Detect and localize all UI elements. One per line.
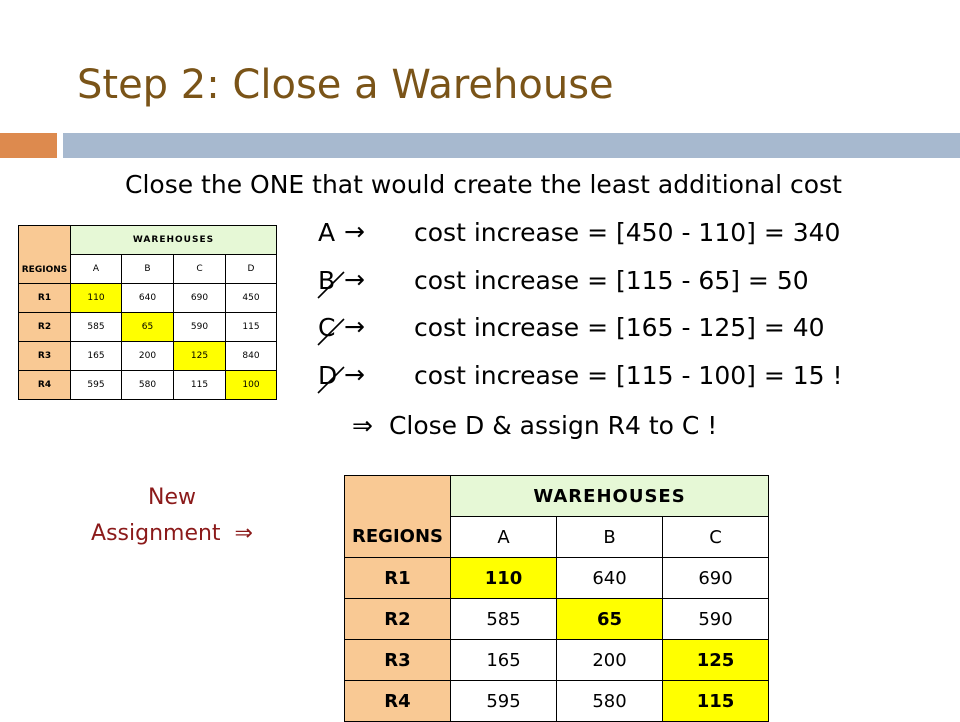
- region-label: R3: [18, 341, 71, 371]
- new-assignment-line1: New: [148, 485, 196, 510]
- column-header-c: C: [173, 254, 226, 284]
- warehouses-header: WAREHOUSES: [70, 225, 277, 255]
- conclusion: ⇒ Close D & assign R4 to C !: [352, 411, 717, 440]
- cost-cell: 200: [121, 341, 174, 371]
- cost-cell: 580: [556, 680, 663, 722]
- cost-cell: 200: [556, 639, 663, 681]
- slide-title: Step 2: Close a Warehouse: [77, 62, 614, 108]
- cost-cell: 580: [121, 370, 174, 400]
- cost-cell: 125: [662, 639, 769, 681]
- region-label: R1: [344, 557, 451, 599]
- column-header-d: D: [225, 254, 277, 284]
- title-accent-bar-blue: [63, 133, 960, 158]
- cost-cell: 110: [70, 283, 122, 313]
- table-row: R2 585 65 590: [344, 598, 769, 640]
- cost-cell: 65: [121, 312, 174, 342]
- option-letter: C: [318, 313, 336, 342]
- cost-table-original: REGIONS WAREHOUSES A B C D R1 110 640 69…: [18, 225, 277, 400]
- option-text: cost increase = [115 - 100] = 15 !: [414, 361, 843, 390]
- column-header-a: A: [450, 516, 557, 558]
- option-text: cost increase = [450 - 110] = 340: [414, 218, 841, 247]
- column-header-c: C: [662, 516, 769, 558]
- warehouses-header: WAREHOUSES: [450, 475, 769, 517]
- column-header-a: A: [70, 254, 122, 284]
- table-row: R1 110 640 690 450: [18, 283, 277, 313]
- region-label: R3: [344, 639, 451, 681]
- cost-cell: 585: [450, 598, 557, 640]
- conclusion-text: Close D & assign R4 to C !: [388, 411, 718, 440]
- strike-mark-icon: [317, 318, 345, 346]
- cost-cell: 690: [662, 557, 769, 599]
- region-label: R1: [18, 283, 71, 313]
- cost-cell: 450: [225, 283, 277, 313]
- cost-cell: 595: [450, 680, 557, 722]
- table-row: R1 110 640 690: [344, 557, 769, 599]
- cost-cell: 590: [173, 312, 226, 342]
- option-letter: A: [318, 218, 336, 247]
- column-header-b: B: [121, 254, 174, 284]
- right-arrow-icon: →: [344, 360, 365, 389]
- table-row: R4 595 580 115: [344, 680, 769, 722]
- new-assignment-line2: Assignment: [91, 521, 221, 546]
- cost-cell: 125: [173, 341, 226, 371]
- right-arrow-icon: →: [344, 312, 365, 341]
- implies-arrow-icon: ⇒: [352, 411, 373, 440]
- table-row: R3 165 200 125 840: [18, 341, 277, 371]
- region-label: R2: [18, 312, 71, 342]
- table-row: R2 585 65 590 115: [18, 312, 277, 342]
- cost-cell: 595: [70, 370, 122, 400]
- region-label: R4: [18, 370, 71, 400]
- cost-cell: 590: [662, 598, 769, 640]
- strike-mark-icon: [317, 271, 345, 299]
- option-text: cost increase = [115 - 65] = 50: [414, 266, 809, 295]
- column-header-b: B: [556, 516, 663, 558]
- cost-cell: 690: [173, 283, 226, 313]
- cost-cell: 640: [556, 557, 663, 599]
- cost-cell: 100: [225, 370, 277, 400]
- right-arrow-icon: →: [344, 217, 365, 246]
- cost-cell: 115: [662, 680, 769, 722]
- new-assignment-label: New Assignment ⇒: [76, 480, 268, 552]
- option-letter: D: [318, 361, 338, 390]
- table-row: R3 165 200 125: [344, 639, 769, 681]
- region-label: R4: [344, 680, 451, 722]
- title-accent-bar-orange: [0, 133, 57, 158]
- cost-cell: 640: [121, 283, 174, 313]
- subtitle: Close the ONE that would create the leas…: [125, 170, 842, 199]
- table-row: R4 595 580 115 100: [18, 370, 277, 400]
- cost-cell: 165: [70, 341, 122, 371]
- cost-cell: 65: [556, 598, 663, 640]
- cost-cell: 110: [450, 557, 557, 599]
- cost-cell: 840: [225, 341, 277, 371]
- cost-cell: 585: [70, 312, 122, 342]
- region-label: R2: [344, 598, 451, 640]
- regions-header: REGIONS: [344, 475, 451, 558]
- cost-cell: 115: [173, 370, 226, 400]
- option-text: cost increase = [165 - 125] = 40: [414, 313, 825, 342]
- right-arrow-icon: →: [344, 265, 365, 294]
- option-letter: B: [318, 266, 336, 295]
- cost-cell: 165: [450, 639, 557, 681]
- cost-cell: 115: [225, 312, 277, 342]
- regions-header: REGIONS: [18, 225, 71, 284]
- strike-mark-icon: [317, 366, 345, 394]
- implies-arrow-icon: ⇒: [234, 521, 253, 546]
- cost-table-new-assignment: REGIONS WAREHOUSES A B C R1 110 640 690 …: [344, 475, 769, 722]
